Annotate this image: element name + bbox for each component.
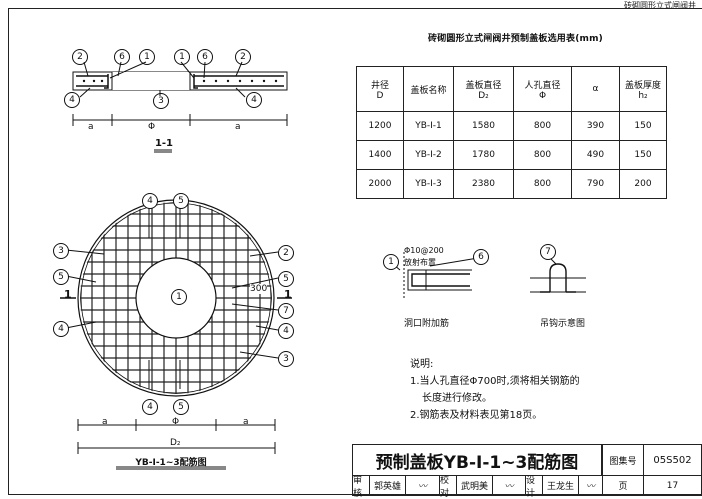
plan-marker-3-right: 3 xyxy=(278,351,294,367)
header-tag: 砖砌圆形立式闸阀井 xyxy=(624,1,696,10)
review-label: 审核 xyxy=(352,475,370,499)
note-line: 2.钢筋表及材料表见第18页。 xyxy=(410,410,543,421)
design-label: 设计 xyxy=(525,475,543,499)
section-marker-1-right: 1 xyxy=(174,49,190,65)
detail-marker-6: 6 xyxy=(473,249,489,265)
page-label: 页 xyxy=(602,475,644,496)
detail-hook-caption: 吊钩示意图 xyxy=(540,319,586,329)
section-drawing xyxy=(72,61,288,153)
section-marker-2-right: 2 xyxy=(235,49,251,65)
detail-rebar-label: Φ10@200 xyxy=(404,246,444,255)
note-line: 1.当人孔直径Φ700时,须将相关钢筋的 xyxy=(410,376,580,387)
plan-marker-4-top: 4 xyxy=(142,193,158,209)
header-cell-alpha: α xyxy=(571,66,620,112)
plan-dim-a-right: a xyxy=(243,417,249,427)
section-dim-a-right: a xyxy=(235,122,241,132)
plan-marker-4-bottom: 4 xyxy=(142,399,158,415)
detail-hole-caption: 洞口附加筋 xyxy=(404,319,450,329)
frame-top-line xyxy=(8,8,702,9)
plan-spacing-label: 300 xyxy=(250,284,268,294)
atlas-number: 05S502 xyxy=(643,444,702,476)
plan-marker-5-bottom: 5 xyxy=(173,399,189,415)
plan-dim-a-left: a xyxy=(102,417,108,427)
reviewer-name: 郭英雄 xyxy=(369,475,406,496)
plan-title: YB-Ⅰ-1~3配筋图 xyxy=(135,458,207,468)
checker-signature: 〰 xyxy=(492,475,526,496)
plan-marker-3-left: 3 xyxy=(53,243,69,259)
checker-name: 武明美 xyxy=(456,475,493,496)
reviewer-signature: 〰 xyxy=(405,475,440,496)
plan-marker-5-right: 5 xyxy=(278,271,294,287)
notes-heading: 说明: xyxy=(410,359,434,370)
drawing-title: 预制盖板YB-Ⅰ-1~3配筋图 xyxy=(352,444,602,476)
plan-marker-2-right: 2 xyxy=(278,245,294,261)
section-marker-4-right: 4 xyxy=(246,92,262,108)
section-marker-3: 3 xyxy=(153,93,169,109)
section-marker-6-left: 6 xyxy=(114,49,130,65)
section-title: 1-1 xyxy=(154,138,174,149)
detail-marker-7: 7 xyxy=(540,244,556,260)
check-label: 校对 xyxy=(439,475,457,499)
page-number: 17 xyxy=(643,475,702,496)
plan-marker-5-top: 5 xyxy=(173,193,189,209)
header-cell-name: 盖板名称 xyxy=(403,66,454,112)
frame-bottom-line xyxy=(8,494,702,495)
plan-marker-4-left: 4 xyxy=(53,321,69,337)
designer-signature: 〰 xyxy=(578,475,603,496)
plan-marker-7-right: 7 xyxy=(278,303,294,319)
plan-section-mark-left: 1 xyxy=(64,288,72,301)
selection-table-title: 砖砌圆形立式闸阀井预制盖板选用表(mm) xyxy=(428,34,603,44)
plan-dim-phi: Φ xyxy=(172,417,180,427)
section-marker-1-left: 1 xyxy=(139,49,155,65)
section-marker-6-right: 6 xyxy=(197,49,213,65)
detail-marker-1: 1 xyxy=(383,254,399,270)
notes-block: 说明: 1.当人孔直径Φ700时,须将相关钢筋的 长度进行修改。 2.钢筋表及材… xyxy=(410,356,580,424)
plan-marker-4-right: 4 xyxy=(278,323,294,339)
plan-section-mark-right: 1 xyxy=(284,288,292,301)
section-marker-2-left: 2 xyxy=(72,49,88,65)
section-dim-a-left: a xyxy=(88,122,94,132)
plan-marker-center: 1 xyxy=(171,289,187,305)
atlas-label: 图集号 xyxy=(602,444,644,476)
frame-left-line xyxy=(8,8,9,495)
section-dim-phi: Φ xyxy=(148,122,156,132)
note-line: 长度进行修改。 xyxy=(422,393,492,404)
title-block: 预制盖板YB-Ⅰ-1~3配筋图 图集号 05S502 审核 郭英雄 〰 校对 武… xyxy=(352,444,702,499)
plan-marker-5-left: 5 xyxy=(53,269,69,285)
designer-name: 王龙生 xyxy=(542,475,579,496)
plan-dim-d2: D₂ xyxy=(170,438,181,448)
detail-placement-label: 放射布置 xyxy=(404,258,436,267)
section-marker-4-left: 4 xyxy=(64,92,80,108)
